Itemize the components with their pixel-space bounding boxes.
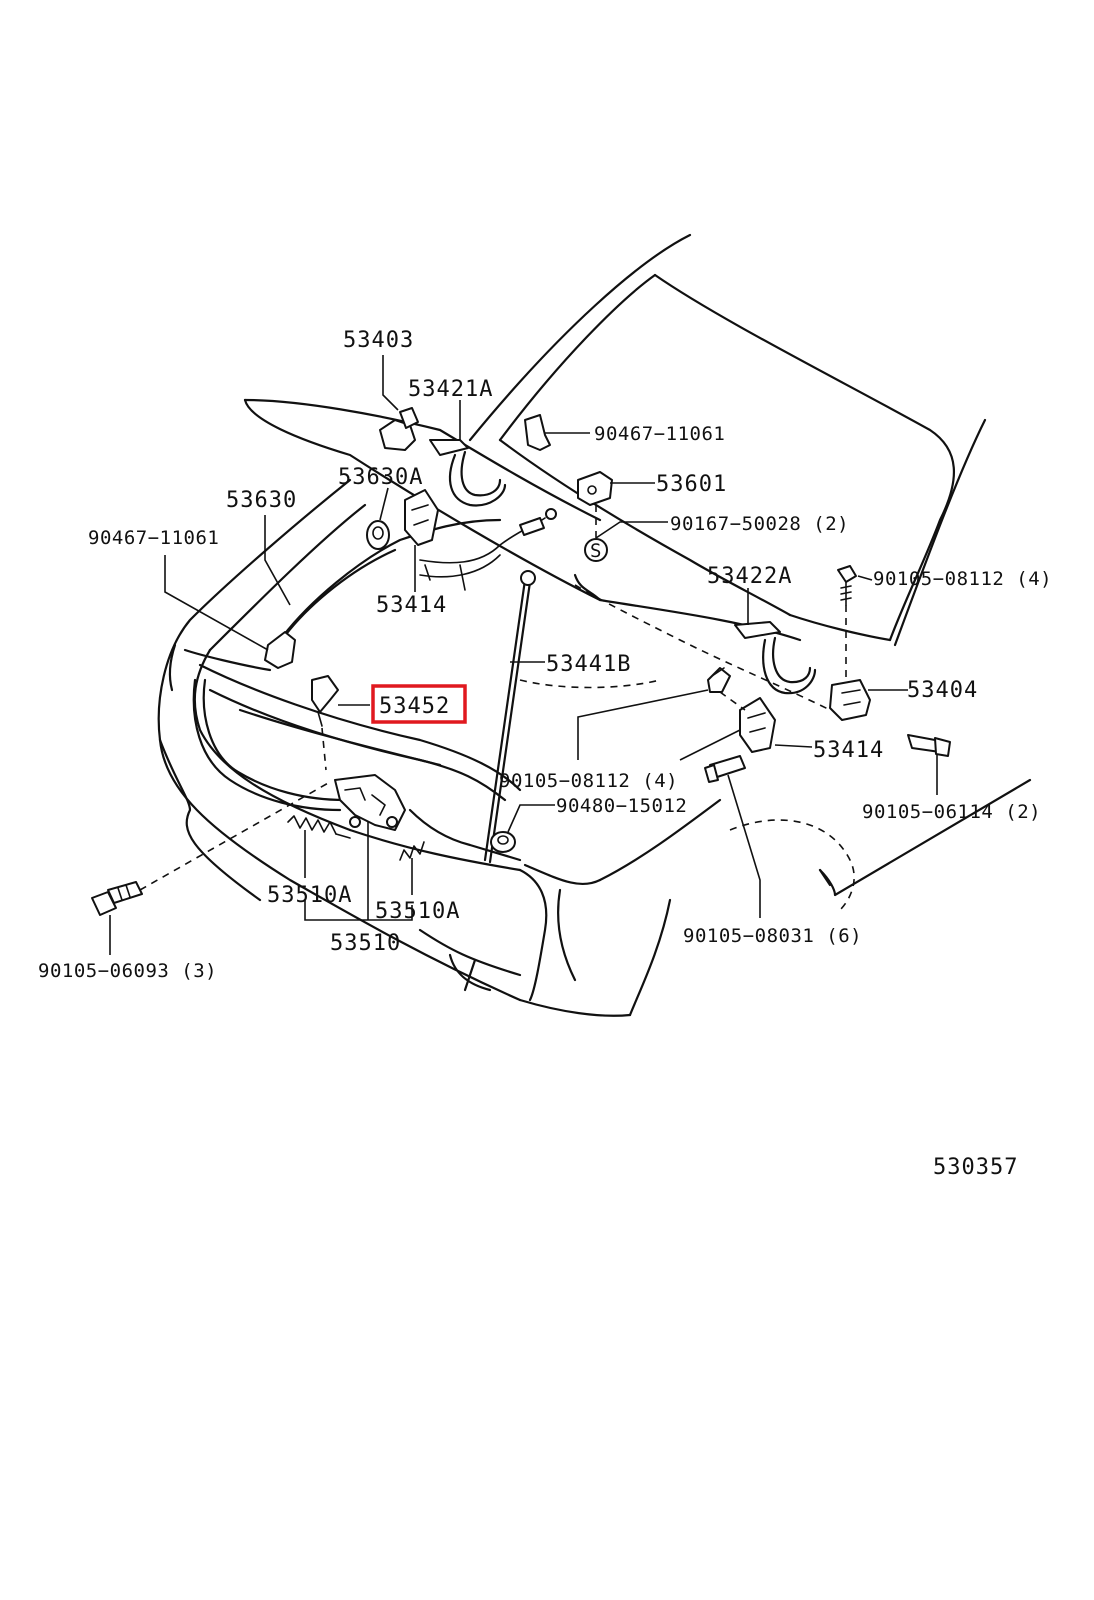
bolt-90105-08031	[704, 755, 746, 783]
label-53441B: 53441B	[546, 652, 631, 677]
part-53414-right	[739, 697, 776, 753]
label-90105-08112-mid: 90105−08112 (4)	[499, 770, 678, 792]
part-53510	[334, 774, 406, 831]
s-clip-label: S	[590, 540, 602, 562]
part-53421A	[429, 439, 507, 507]
label-53404: 53404	[907, 678, 978, 703]
cable-end	[519, 508, 557, 536]
label-53403: 53403	[343, 328, 414, 353]
label-90105-08112-top: 90105−08112 (4)	[873, 568, 1052, 590]
bolt-90105-08112-top	[837, 565, 857, 606]
spring-53510A-right	[399, 841, 425, 861]
label-90467-11061-left: 90467−11061	[88, 527, 219, 549]
label-90105-08031: 90105−08031 (6)	[683, 925, 862, 947]
label-53510: 53510	[330, 931, 401, 956]
label-53630A: 53630A	[338, 465, 423, 490]
part-90467-top	[524, 414, 551, 451]
part-53403	[379, 407, 419, 451]
label-53414-right: 53414	[813, 738, 884, 763]
label-53421A: 53421A	[408, 377, 493, 402]
label-90480-15012: 90480−15012	[556, 795, 687, 817]
label-53414-left: 53414	[376, 593, 447, 618]
label-53601: 53601	[656, 472, 727, 497]
part-53404	[829, 679, 871, 721]
part-53601	[577, 471, 613, 506]
part-53452	[311, 675, 339, 727]
part-53414-left	[404, 489, 439, 546]
label-53630: 53630	[226, 488, 297, 513]
s-clip: S	[584, 538, 608, 562]
label-90105-06114: 90105−06114 (2)	[862, 801, 1041, 823]
spring-53510A-left	[287, 815, 351, 839]
bolt-90105-06093	[91, 881, 143, 916]
label-53452: 53452	[379, 694, 450, 719]
highlight-box-53452	[371, 684, 467, 724]
label-53422A: 53422A	[707, 564, 792, 589]
hood-support-rod	[483, 570, 536, 864]
bolt-90105-08112-mid	[707, 667, 731, 693]
part-90467-left	[264, 631, 296, 669]
hood-panel	[243, 233, 987, 647]
label-90105-06093: 90105−06093 (3)	[38, 960, 217, 982]
release-cable	[192, 517, 546, 812]
part-53630A	[366, 520, 390, 550]
front-body	[157, 478, 1032, 1017]
leader-lines	[109, 355, 938, 955]
label-53510A-right: 53510A	[375, 899, 460, 924]
label-53510A-left: 53510A	[267, 883, 352, 908]
bolt-90105-06114	[907, 734, 951, 757]
part-labels: 53403 53421A 90467−11061 53630A 53601 53…	[38, 328, 1052, 1180]
figure-code: 530357	[933, 1155, 1018, 1180]
label-90467-11061-top: 90467−11061	[594, 423, 725, 445]
label-90167-50028: 90167−50028 (2)	[670, 513, 849, 535]
part-53422A	[734, 621, 817, 695]
part-90480-15012	[490, 831, 516, 853]
